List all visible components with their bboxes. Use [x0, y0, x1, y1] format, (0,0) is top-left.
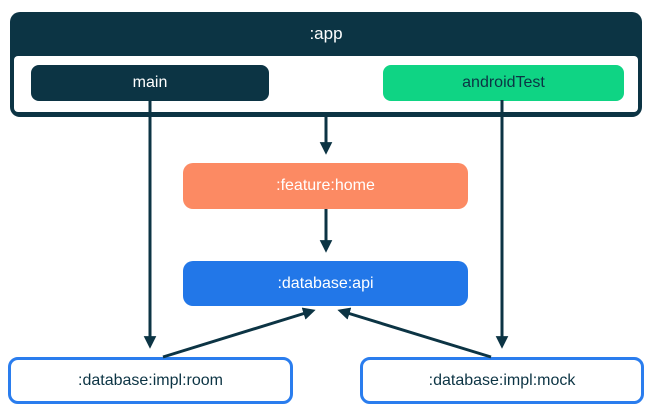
- database-impl-mock-label: :database:impl:mock: [428, 371, 576, 389]
- app-module-label: :app: [309, 24, 343, 43]
- sourceset-androidtest-node: androidTest: [383, 65, 624, 101]
- database-api-node: :database:api: [183, 261, 468, 306]
- app-sourcesets-area: main androidTest: [14, 56, 638, 112]
- database-impl-room-label: :database:impl:room: [78, 371, 223, 389]
- feature-home-node: :feature:home: [183, 163, 468, 209]
- sourceset-main-label: main: [132, 74, 168, 91]
- sourceset-main-node: main: [31, 65, 269, 101]
- database-impl-mock-node: :database:impl:mock: [360, 357, 644, 404]
- database-api-label: :database:api: [277, 274, 374, 292]
- sourceset-androidtest-label: androidTest: [462, 74, 545, 91]
- edge-impl-room-to-database-api: [162, 307, 316, 359]
- database-impl-room-node: :database:impl:room: [8, 357, 293, 404]
- app-module-node: :app main androidTest: [10, 12, 642, 117]
- edge-impl-mock-to-database-api: [337, 307, 492, 359]
- feature-home-label: :feature:home: [276, 177, 375, 194]
